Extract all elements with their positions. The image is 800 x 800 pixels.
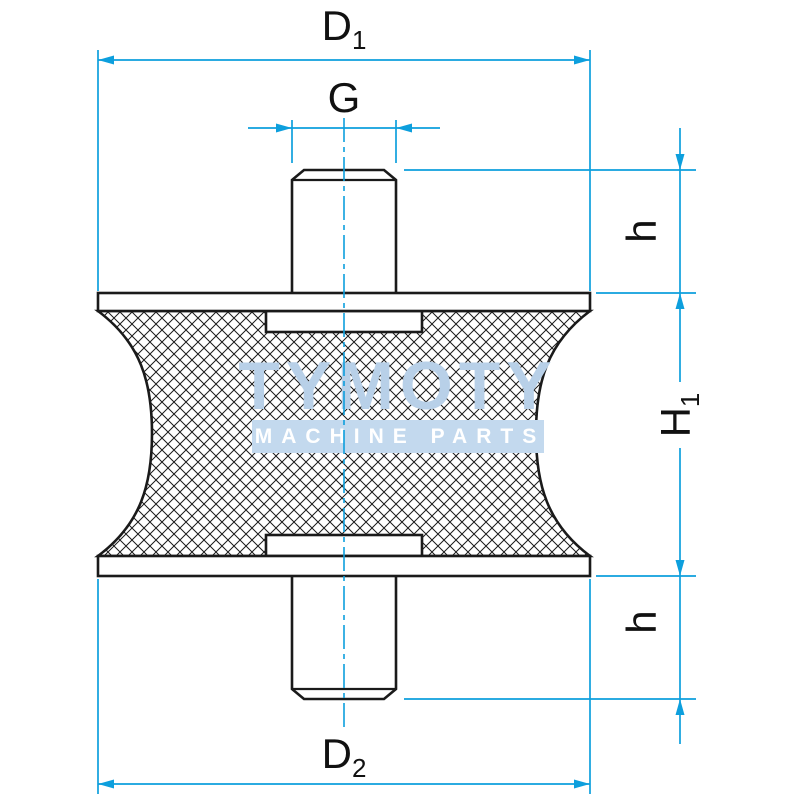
watermark: TYMOTY MACHINE PARTS — [238, 348, 557, 453]
h-top-label: h — [618, 219, 665, 242]
watermark-title: TYMOTY — [238, 348, 557, 424]
g-arrow-left — [276, 123, 292, 133]
d1-arrow-left — [98, 55, 114, 65]
h-top-arrow-down — [675, 154, 685, 170]
dimension-right-chain: h H1 h — [404, 128, 705, 744]
d2-arrow-left — [98, 779, 114, 789]
h-bottom-arrow-up — [675, 699, 685, 715]
watermark-tagline: MACHINE PARTS — [255, 425, 545, 448]
h1-label-mask — [658, 382, 696, 448]
d1-label: D1 — [322, 2, 367, 55]
h1-arrow-down — [675, 560, 685, 576]
d2-arrow-right — [574, 779, 590, 789]
watermark-band — [252, 420, 544, 453]
h1-label: H1 — [652, 393, 705, 438]
dimension-d2: D2 — [97, 579, 591, 794]
dimension-d1: D1 — [97, 2, 591, 291]
g-arrow-right — [396, 123, 412, 133]
h1-arrow-up — [675, 293, 685, 309]
d2-label: D2 — [322, 730, 367, 783]
g-label: G — [328, 74, 361, 121]
h-bottom-label: h — [618, 610, 665, 633]
d1-arrow-right — [574, 55, 590, 65]
